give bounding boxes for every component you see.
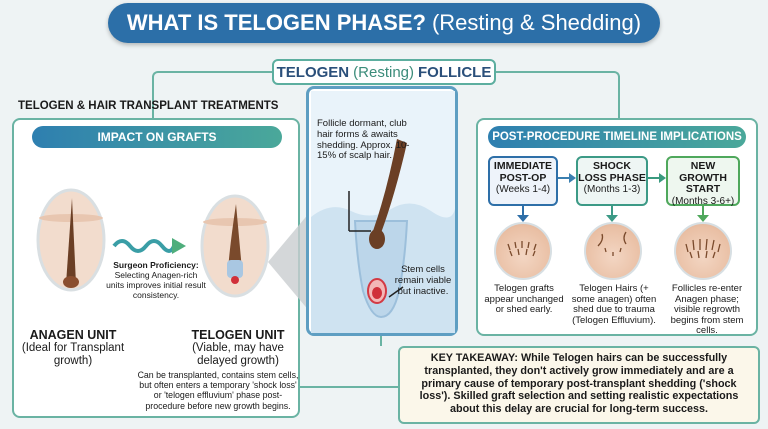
zoom-projection-shape: [268, 212, 310, 312]
label-follicle: FOLLICLE: [418, 63, 492, 81]
telogen-follicle-cross-section-icon: [311, 91, 455, 333]
anagen-unit-title: ANAGEN UNIT: [29, 328, 117, 342]
surgeon-proficiency-note: Surgeon Proficiency: Selecting Anagen-ri…: [106, 260, 206, 300]
stage-1-title: IMMEDIATE POST-OP: [493, 160, 553, 184]
stage-1-description: Telogen grafts appear unchanged or shed …: [484, 283, 564, 315]
connector-vertical: [380, 336, 382, 346]
key-takeaway-text: While Telogen hairs can be successfully …: [419, 352, 739, 416]
arrow-down-icon: [697, 206, 709, 222]
key-takeaway-label: KEY TAKEAWAY:: [430, 352, 518, 364]
left-section-heading: TELOGEN & HAIR TRANSPLANT TREATMENTS: [18, 100, 279, 112]
arrow-right-icon: [648, 173, 666, 183]
stage-new-growth: NEW GROWTH START (Months 3-6+): [666, 156, 740, 207]
scalp-new-growth-icon: [674, 222, 732, 280]
stage-3-title: NEW GROWTH START: [679, 160, 727, 195]
arrow-right-icon: [558, 173, 576, 183]
connector-right: [496, 71, 620, 120]
telogen-follicle-panel: Follicle dormant, club hair forms & awai…: [306, 86, 458, 336]
scalp-immediate-icon: [494, 222, 552, 280]
title-rest: (Resting & Shedding): [431, 10, 642, 35]
anagen-unit-illustration: [36, 188, 106, 292]
arrow-down-icon: [517, 206, 529, 222]
key-takeaway-box: KEY TAKEAWAY: While Telogen hairs can be…: [398, 346, 760, 424]
anagen-follicle-icon: [36, 188, 106, 292]
connector-left: [152, 71, 274, 120]
stage-immediate-post-op: IMMEDIATE POST-OP (Weeks 1-4): [488, 156, 558, 206]
telogen-unit-title: TELOGEN UNIT: [191, 328, 285, 342]
stage-1-period: (Weeks 1-4): [495, 184, 551, 195]
telogen-follicle-label: TELOGEN (Resting) FOLLICLE: [272, 59, 496, 85]
scalp-shock-loss-icon: [584, 222, 642, 280]
timeline-panel-title: POST-PROCEDURE TIMELINE IMPLICATIONS: [488, 126, 746, 148]
impact-on-grafts-panel: IMPACT ON GRAFTS ANAGEN UNIT (Ideal for …: [12, 118, 300, 418]
telogen-follicle-icon: [200, 194, 270, 298]
impact-panel-title: IMPACT ON GRAFTS: [32, 126, 282, 148]
post-procedure-timeline-panel: POST-PROCEDURE TIMELINE IMPLICATIONS IMM…: [476, 118, 758, 336]
connector-bottom: [270, 336, 398, 388]
stage-2-description: Telogen Hairs (+ some anagen) often shed…: [571, 283, 657, 326]
stage-3-period: (Months 3-6+): [671, 195, 735, 207]
wave-arrow-icon: [112, 238, 186, 254]
arrow-down-icon: [606, 206, 618, 222]
title-banner: WHAT IS TELOGEN PHASE? (Resting & Sheddi…: [108, 3, 660, 43]
stage-3-description: Follicles re-enter Anagen phase; visible…: [670, 283, 744, 336]
title-bold: WHAT IS TELOGEN PHASE?: [126, 10, 426, 35]
telogen-unit-subtitle: (Viable, may have delayed growth): [192, 342, 284, 367]
stage-2-period: (Months 1-3): [583, 184, 641, 195]
surgeon-text: Selecting Anagen-rich units improves ini…: [106, 270, 206, 300]
follicle-dormant-note: Follicle dormant, club hair forms & awai…: [317, 118, 410, 162]
stage-2-title: SHOCK LOSS PHASE: [578, 160, 646, 184]
anagen-unit-subtitle: (Ideal for Transplant growth): [21, 342, 125, 367]
stage-shock-loss: SHOCK LOSS PHASE (Months 1-3): [576, 156, 648, 206]
label-resting: (Resting): [353, 63, 415, 81]
stem-cells-note: Stem cells remain viable but inactive.: [394, 264, 452, 297]
telogen-unit-description: Can be transplanted, contains stem cells…: [137, 370, 299, 411]
telogen-unit-illustration: [200, 194, 270, 298]
label-telogen: TELOGEN: [276, 63, 350, 81]
surgeon-bold: Surgeon Proficiency:: [113, 260, 199, 270]
